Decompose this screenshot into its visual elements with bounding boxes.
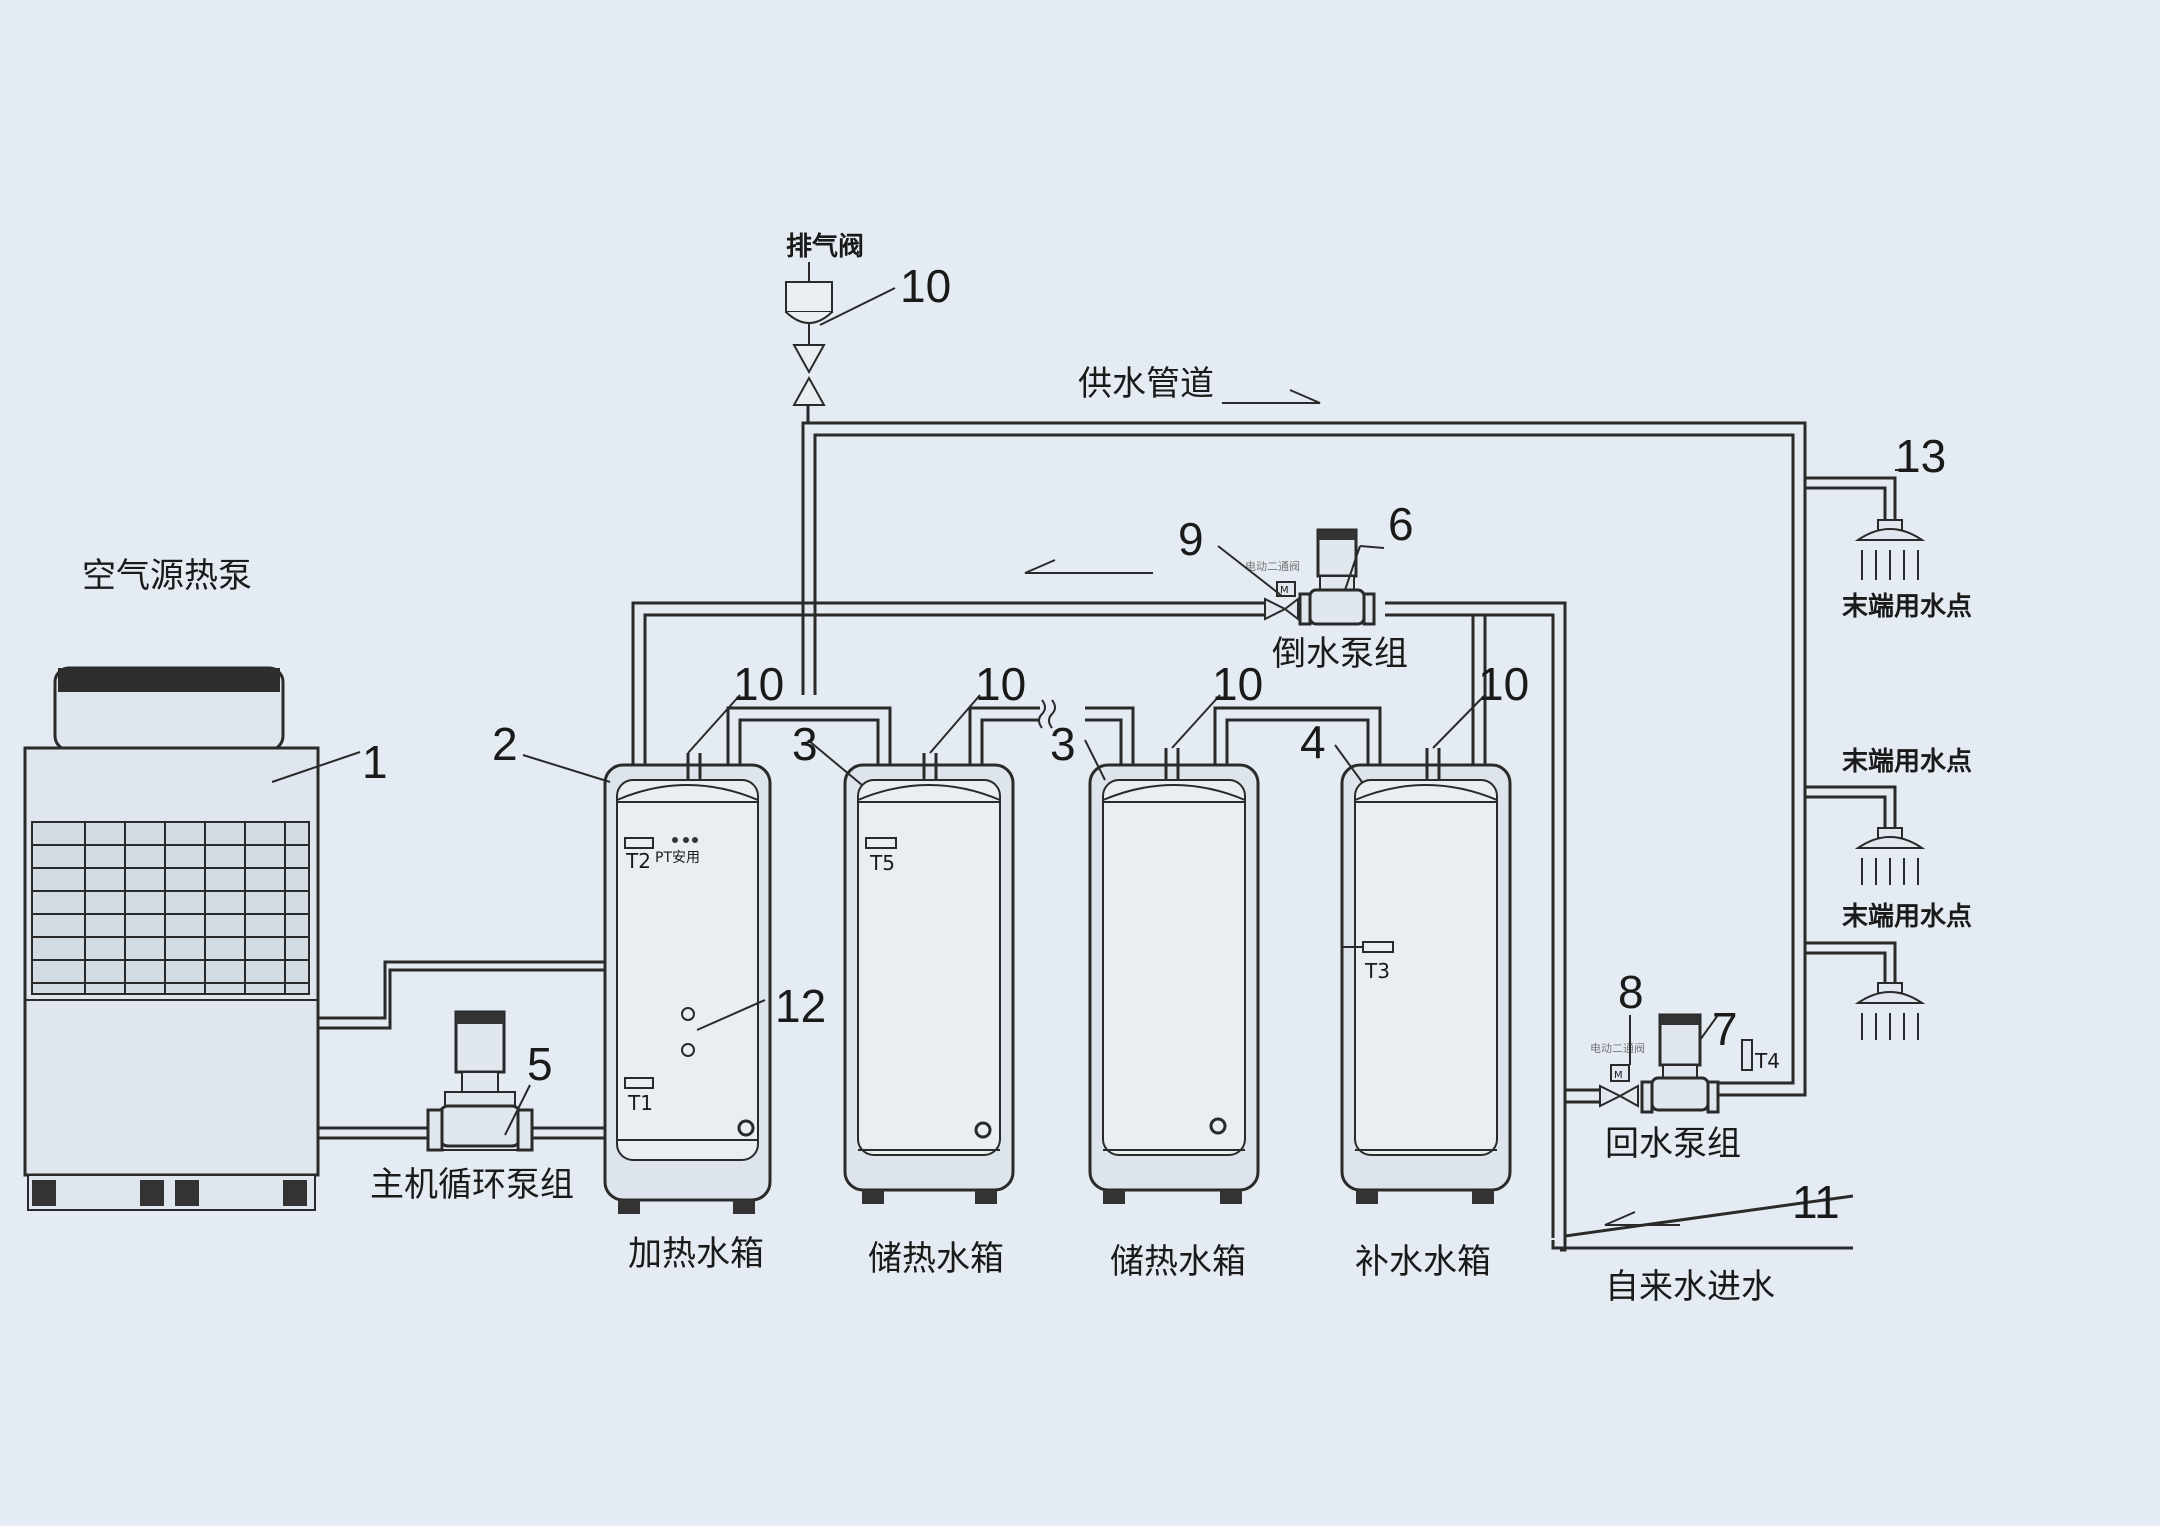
valve-9-motor: M <box>1280 585 1289 596</box>
callout-10-tank4: 10 <box>1478 658 1529 710</box>
flow-arrows <box>1024 389 1680 1226</box>
heating-tank <box>603 753 772 1214</box>
callout-2: 2 <box>492 718 518 770</box>
callout-5: 5 <box>527 1038 553 1090</box>
sensor-t2: T2 <box>625 849 651 873</box>
return-pump-label: 回水泵组 <box>1605 1124 1741 1164</box>
callout-7: 7 <box>1712 1003 1738 1055</box>
air-source-heat-pump <box>23 666 320 1211</box>
transfer-pump <box>1264 528 1376 626</box>
callout-8: 8 <box>1618 966 1644 1018</box>
makeup-tank <box>1340 748 1512 1204</box>
heat-pump-grille <box>31 821 310 995</box>
callout-9: 9 <box>1178 513 1204 565</box>
sensor-t1: T1 <box>627 1091 653 1115</box>
terminal-point-1 <box>1854 519 1926 580</box>
heat-pump-title: 空气源热泵 <box>82 556 252 596</box>
callout-11: 11 <box>1792 1176 1840 1228</box>
callout-10-tank1: 10 <box>733 658 784 710</box>
vent-valve <box>785 262 833 406</box>
return-pump <box>1599 1013 1753 1114</box>
main-circ-pump-label: 主机循环泵组 <box>370 1165 574 1205</box>
tank-2-name: 储热水箱 <box>868 1239 1004 1279</box>
callout-10-vent: 10 <box>900 260 951 312</box>
callout-3a: 3 <box>792 718 818 770</box>
terminal-point-2 <box>1854 827 1926 885</box>
callout-12: 12 <box>775 980 826 1032</box>
sensor-t3: T3 <box>1364 959 1390 983</box>
pt-label: PT安用 <box>655 850 700 866</box>
supply-pipe-label: 供水管道 <box>1078 364 1214 404</box>
terminal-point-3-label: 末端用水点 <box>1842 901 1972 932</box>
callout-10-tank3: 10 <box>1212 658 1263 710</box>
terminal-point-3 <box>1854 982 1926 1040</box>
sensor-t5: T5 <box>869 851 895 875</box>
callout-10-tank2: 10 <box>975 658 1026 710</box>
callout-3b: 3 <box>1050 718 1076 770</box>
valve-8-motor: M <box>1614 1070 1623 1081</box>
valve-9-text: 电动二通阀 <box>1245 559 1300 573</box>
callout-4: 4 <box>1300 716 1326 768</box>
transfer-pump-label: 倒水泵组 <box>1272 634 1408 674</box>
storage-tank-1 <box>843 753 1015 1204</box>
callout-leaders <box>271 287 1900 1136</box>
tank-3-name: 储热水箱 <box>1110 1242 1246 1282</box>
storage-tank-2 <box>1088 748 1260 1204</box>
terminal-point-2-label: 末端用水点 <box>1842 746 1972 777</box>
tank-4-name: 补水水箱 <box>1355 1242 1491 1282</box>
callout-13: 13 <box>1895 430 1946 482</box>
valve-8-text: 电动二通阀 <box>1590 1041 1645 1055</box>
terminal-point-1-label: 末端用水点 <box>1842 591 1972 622</box>
callout-6: 6 <box>1388 498 1414 550</box>
tank-1-name: 加热水箱 <box>628 1234 764 1274</box>
sensor-t4: T4 <box>1754 1049 1780 1073</box>
main-circulation-pump <box>426 1010 534 1152</box>
callout-1: 1 <box>362 736 388 788</box>
vent-valve-label: 排气阀 <box>786 231 864 262</box>
tap-water-inlet-label: 自来水进水 <box>1605 1267 1775 1307</box>
